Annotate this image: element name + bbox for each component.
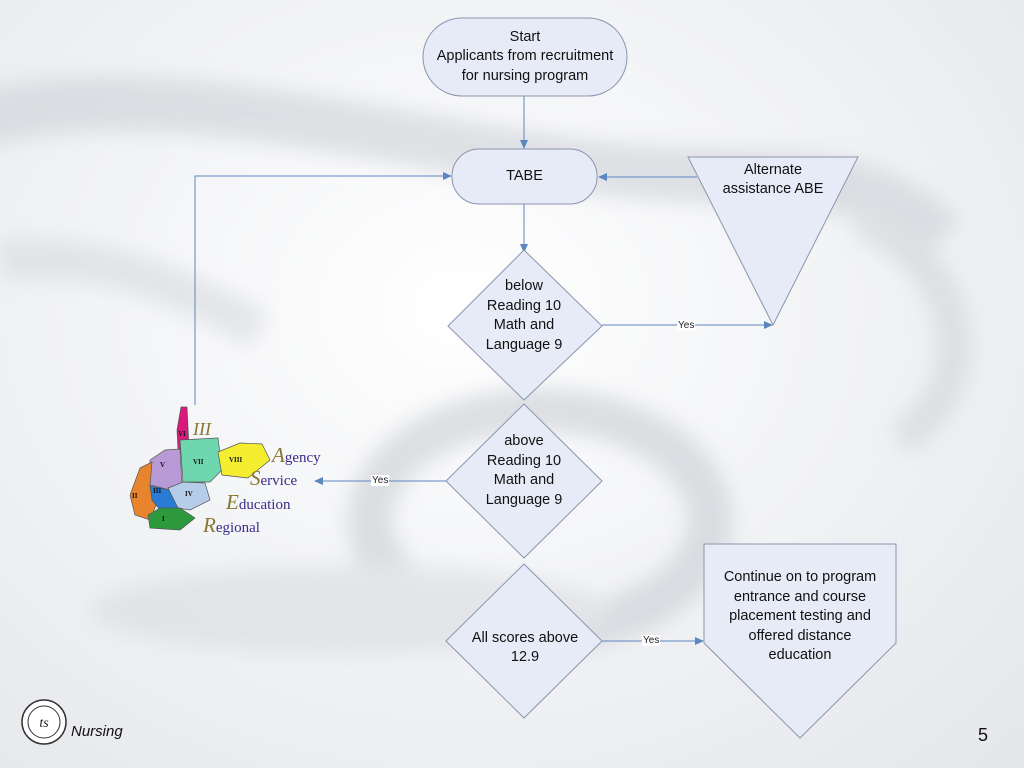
edge-logo-to-tabe (194, 172, 452, 405)
edge-label-yes-below: Yes (677, 320, 696, 331)
map-label-v: V (160, 461, 166, 469)
node-continue: Continue on to program entrance and cour… (723, 569, 877, 664)
footer-label: Nursing (71, 723, 123, 740)
node-alternate-shape (687, 156, 859, 327)
node-start: Start Applicants from recruitment for nu… (436, 28, 614, 84)
map-label-ii: II (132, 492, 138, 500)
region-service: Service (250, 466, 298, 490)
node-alternate: Alternate assistance ABE (722, 161, 824, 198)
edge-label-yes-above: Yes (371, 475, 390, 486)
edge-label-yes-all: Yes (642, 635, 661, 646)
college-logo-icon: t​s (21, 699, 67, 745)
node-tabe-shape (451, 148, 598, 205)
region-regional: Regional (203, 513, 260, 537)
region-education: Education (226, 490, 291, 514)
decision-above: above Reading 10 Math and Language 9 (485, 433, 563, 508)
node-below-shape (447, 249, 603, 401)
node-start-shape (422, 17, 628, 97)
decision-all: All scores above 12.9 (471, 629, 579, 666)
nodes (422, 17, 897, 739)
page-number: 5 (978, 725, 989, 745)
node-tabe: TABE (506, 167, 543, 184)
node-continue-shape (703, 543, 897, 739)
map-label-vii: VII (193, 458, 204, 466)
map-label-i: I (162, 515, 165, 523)
map-label-iv: IV (185, 490, 193, 498)
west-virginia-map-icon (129, 406, 271, 531)
node-all-shape (445, 563, 603, 719)
region-agency: Agency (272, 443, 321, 467)
node-above-shape (445, 403, 603, 559)
region-number: III (193, 419, 211, 439)
map-label-viii: VIII (229, 456, 243, 464)
svg-text:t​s: t​s (39, 716, 49, 731)
map-label-vi: VI (178, 430, 186, 438)
map-label-iii: III (153, 487, 162, 495)
decision-below: below Reading 10 Math and Language 9 (485, 278, 563, 353)
